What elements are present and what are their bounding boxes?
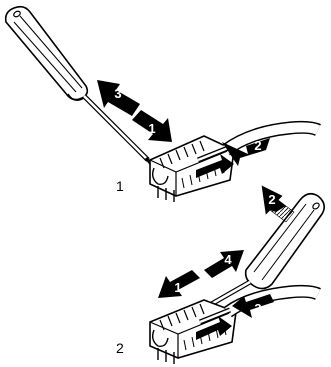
step-2-label: 2 — [116, 340, 124, 356]
cable-1 — [197, 120, 321, 163]
arrow-3-step2: 3 — [196, 294, 274, 340]
arrow-1-step2-label: 1 — [174, 280, 181, 295]
arrow-2-step2-label: 2 — [268, 192, 275, 207]
arrow-3-step2-label: 3 — [254, 301, 261, 316]
terminal-block-1 — [149, 135, 235, 202]
step-1-label: 1 — [116, 178, 124, 194]
arrow-1-step2: 1 — [158, 270, 200, 298]
arrow-3-label: 3 — [114, 86, 121, 101]
arrow-1-step1: 1 — [132, 110, 172, 142]
arrow-2-step2: 2 — [261, 185, 295, 223]
arrow-1-label: 1 — [148, 121, 155, 136]
arrow-4-label: 4 — [224, 252, 232, 267]
screwdriver-1 — [4, 5, 158, 171]
arrow-3-step1: 3 — [97, 80, 140, 116]
step-1-group: 3 1 2 1 — [4, 5, 321, 202]
arrow-2-step1: 2 — [196, 138, 270, 178]
step-2-group: 2 4 1 3 2 — [116, 185, 326, 364]
arrow-4-step2: 4 — [204, 250, 244, 278]
arrow-2-label: 2 — [254, 138, 261, 153]
